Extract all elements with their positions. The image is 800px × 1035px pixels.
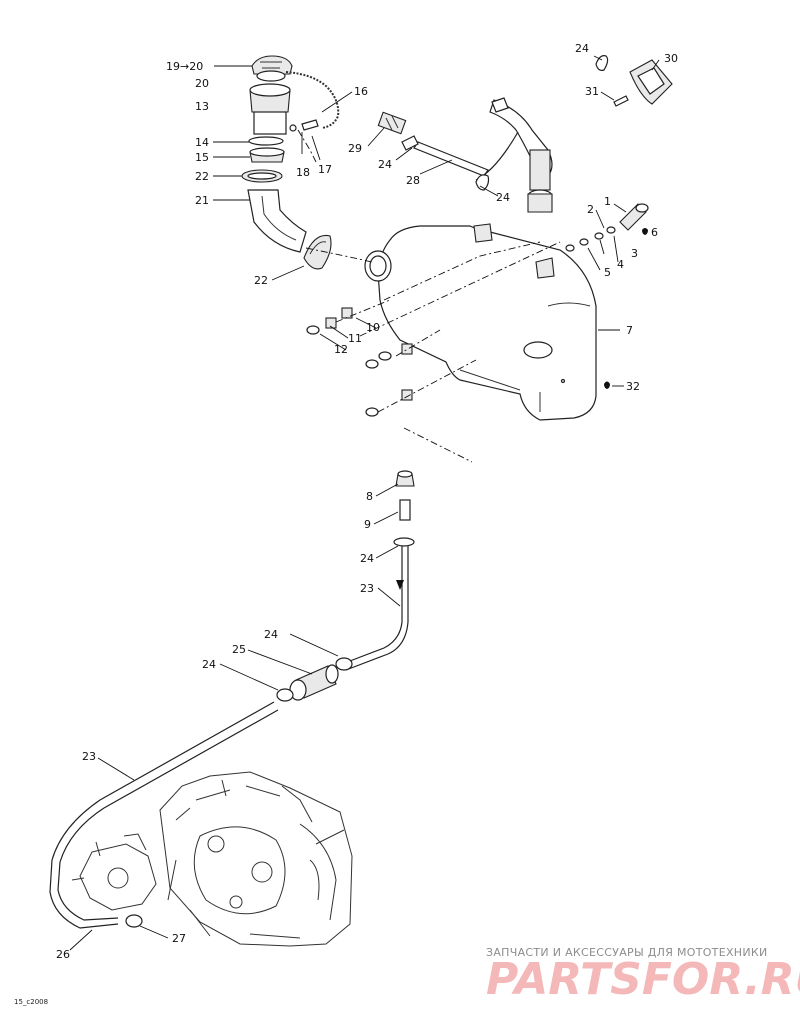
- label-23-upper: 23: [360, 582, 374, 595]
- clamp-29: [401, 135, 419, 151]
- label-3: 3: [631, 247, 638, 260]
- label-16: 16: [354, 85, 368, 98]
- label-9: 9: [364, 518, 371, 531]
- label-22-top: 22: [195, 170, 209, 183]
- label-5: 5: [604, 266, 611, 279]
- assembly-centerlines: [297, 129, 561, 463]
- label-19-20: 19→20: [166, 60, 203, 73]
- label-11: 11: [348, 332, 362, 345]
- label-32: 32: [626, 380, 640, 393]
- label-26: 26: [56, 948, 70, 961]
- clamp-24-filter-left: [276, 688, 294, 702]
- label-30: 30: [664, 52, 678, 65]
- clamp-upper: [241, 169, 283, 183]
- engine-pump: [71, 833, 157, 911]
- label-13: 13: [195, 100, 209, 113]
- outlet-fitting: [395, 470, 415, 487]
- label-18: 18: [296, 166, 310, 179]
- tank-bracket-hardware: [306, 307, 413, 417]
- watermark-tagline: ЗАПЧАСТИ И АКСЕССУАРЫ ДЛЯ МОТОТЕХНИКИ: [486, 946, 768, 959]
- label-24-line: 24: [360, 552, 374, 565]
- label-24-top-right: 24: [575, 42, 589, 55]
- diagram-code: 15_c2008: [14, 998, 48, 1006]
- connector-9: [399, 499, 411, 521]
- label-2: 2: [587, 203, 594, 216]
- fuel-line-to-engine: [49, 701, 279, 929]
- vent-hose: [413, 141, 489, 177]
- label-14: 14: [195, 136, 209, 149]
- label-21: 21: [195, 194, 209, 207]
- label-15: 15: [195, 151, 209, 164]
- filler-hose: [247, 189, 307, 253]
- vent-fitting: [377, 111, 407, 135]
- retainer-pin: [289, 119, 319, 132]
- gauge-sender: [565, 203, 649, 252]
- vent-valve-bracket: [629, 59, 673, 105]
- fuel-tank: [364, 223, 597, 421]
- label-31: 31: [585, 85, 599, 98]
- engine-block: [159, 771, 353, 947]
- screw-31: [613, 95, 629, 107]
- nut: [249, 147, 285, 163]
- label-12: 12: [334, 343, 348, 356]
- grommet-27: [125, 914, 143, 928]
- label-1: 1: [604, 195, 611, 208]
- leader-lines: [69, 55, 660, 951]
- label-17: 17: [318, 163, 332, 176]
- label-24-filter-right: 24: [264, 628, 278, 641]
- label-8: 8: [366, 490, 373, 503]
- label-28: 28: [406, 174, 420, 187]
- part-labels: 19→20 20 13 14 15 22 21 22 16 18 17 29 2…: [56, 42, 678, 961]
- breather-housing: [475, 97, 553, 213]
- label-22-bottom: 22: [254, 274, 268, 287]
- fuel-line-vertical: [341, 546, 409, 671]
- label-23-lower: 23: [82, 750, 96, 763]
- watermark-logo: PARTSFOR.RU: [486, 954, 800, 1005]
- label-20: 20: [195, 77, 209, 90]
- label-24-vent: 24: [378, 158, 392, 171]
- clamp-lower: [303, 234, 332, 270]
- label-27: 27: [172, 932, 186, 945]
- clamp-24-mid: [393, 537, 415, 547]
- filler-cap: [251, 55, 293, 82]
- label-10: 10: [366, 321, 380, 334]
- label-7: 7: [626, 324, 633, 337]
- tether-chain: [285, 71, 340, 129]
- filler-neck: [249, 83, 291, 135]
- clamp-28: [475, 174, 490, 191]
- label-24-filter-left: 24: [202, 658, 216, 671]
- label-24-tank: 24: [496, 191, 510, 204]
- label-6: 6: [651, 226, 658, 239]
- label-4: 4: [617, 258, 624, 271]
- drain-plug: [604, 381, 610, 389]
- label-25: 25: [232, 643, 246, 656]
- fuel-filter: [289, 664, 339, 701]
- label-29: 29: [348, 142, 362, 155]
- clamp-24-filter-right: [335, 657, 353, 671]
- tie-clamp-top: [595, 55, 609, 71]
- o-ring: [248, 136, 284, 146]
